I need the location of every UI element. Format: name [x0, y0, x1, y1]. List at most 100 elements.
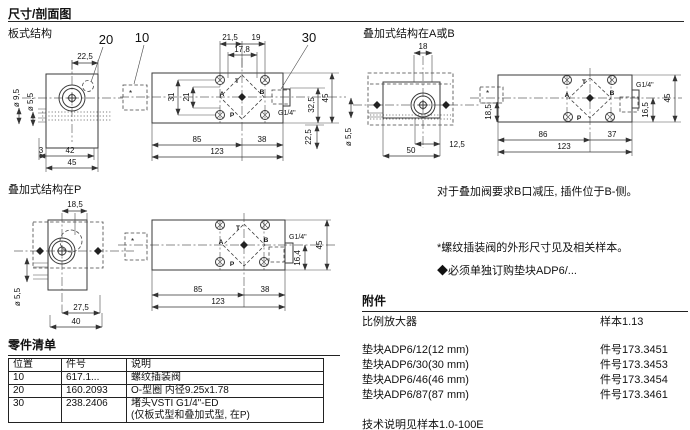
spacer-part-no: 件号173.3454 — [600, 374, 668, 386]
parts-desc-cell: 堵头VSTI G1/4"-ED (仅板式型和叠加式型, 在P) — [126, 397, 324, 423]
dim-42: 42 — [66, 146, 75, 155]
dim-dia-5-5: ø 5,5 — [345, 127, 353, 146]
parts-row-30: 30 238.2406 堵头VSTI G1/4"-ED (仅板式型和叠加式型, … — [8, 397, 324, 423]
tech-note: 技术说明见样本1.0-100E — [362, 419, 484, 430]
parts-pos: 10 — [8, 371, 62, 385]
dim-85: 85 — [193, 135, 202, 144]
port-labels: T A B P — [565, 79, 615, 122]
dim-dia-9-5: ø 9,5 — [12, 88, 21, 107]
drawing-stack-p-top-view: * T A B P G1/4" 45 16,4 85 38 123 — [118, 213, 336, 311]
bolt-holes — [215, 75, 270, 120]
parts-table: 位置 件号 说明 10 617.1... 螺纹插装阀 20 160.2093 O… — [8, 358, 324, 423]
dim-dia-5-5: ø 5,5 — [26, 92, 35, 111]
dim-width-top: 22,5 — [77, 52, 93, 61]
callout-30: 30 — [302, 30, 316, 45]
cartridge-dashed-box — [479, 86, 504, 104]
dim-21-5: 21,5 — [222, 33, 238, 42]
port-diamond-right — [442, 101, 450, 109]
port-label-t: T — [582, 79, 586, 86]
center-port — [586, 94, 594, 102]
cartridge-asterisk: * — [129, 89, 132, 98]
body-outline — [382, 81, 441, 119]
parts-list-section: 零件清单 位置 件号 说明 10 617.1... 螺纹插装阀 20 160.2… — [8, 336, 340, 423]
note-b-port: 对于叠加阀要求B口减压, 插件位于B-侧。 — [437, 186, 638, 198]
dim-123: 123 — [211, 297, 225, 306]
parts-header-pos: 位置 — [8, 358, 62, 372]
plug-dashed — [268, 246, 285, 263]
valve-pattern-cloud — [568, 77, 612, 119]
dim-12-5: 12,5 — [449, 140, 465, 149]
accessory-item-row: 垫块ADP6/12(12 mm) 件号173.3451 — [362, 343, 688, 358]
port-diamond-left — [36, 247, 44, 255]
drawing-stack-p-side-view: 18,5 ø 5,5 27,5 40 — [13, 200, 134, 330]
cartridge-asterisk: * — [131, 237, 134, 246]
centerlines — [353, 56, 480, 148]
port-label-p: P — [230, 261, 235, 268]
dim-85: 85 — [194, 285, 203, 294]
port-labels: T A B P — [220, 78, 265, 119]
dim-22-5: 22,5 — [304, 129, 313, 145]
dim-16-5: 16,5 — [641, 102, 650, 118]
dim-18-5: 18,5 — [67, 200, 83, 209]
port-label-a: A — [219, 239, 224, 246]
center-port — [240, 241, 248, 249]
g14-port — [632, 89, 640, 109]
o-ring-dashed — [82, 80, 94, 92]
spacer-label: 垫块ADP6/46(46 mm) — [362, 374, 469, 386]
dim-50: 50 — [407, 146, 416, 155]
dim-19: 19 — [252, 33, 261, 42]
page-title: 尺寸/剖面图 — [8, 7, 72, 21]
dim-38: 38 — [261, 285, 270, 294]
callout-10: 10 — [135, 30, 149, 45]
port-label-b: B — [610, 90, 615, 97]
drawing-stack-ab-top-view: * T A B P G1/4" 18,5 45 16,5 86 37 — [470, 68, 682, 156]
dim-27-5: 27,5 — [73, 303, 89, 312]
dim-123: 123 — [210, 147, 224, 156]
port-label-a: A — [565, 92, 570, 99]
spacer-part-no: 件号173.3453 — [600, 359, 668, 371]
section-stack-p-label: 叠加式结构在P — [8, 184, 82, 196]
dim-32-5: 32,5 — [307, 97, 316, 113]
dim-18-5: 18,5 — [484, 104, 493, 120]
dim-86: 86 — [539, 130, 548, 139]
parts-pos: 30 — [8, 397, 62, 423]
port-diamond-right — [94, 247, 102, 255]
spacer-label: 垫块ADP6/12(12 mm) — [362, 344, 469, 356]
dim-offset-3: 3 — [39, 146, 44, 155]
accessory-item-row: 垫块ADP6/30(30 mm) 件号173.3453 — [362, 358, 688, 373]
insert-dashed — [619, 96, 639, 113]
cartridge-bore — [410, 92, 436, 118]
parts-header-part: 件号 — [61, 358, 127, 372]
spacer-label: 垫块ADP6/87(87 mm) — [362, 389, 469, 401]
port-label-t: T — [236, 225, 240, 232]
dim-dia-5-5: ø 5,5 — [13, 287, 22, 306]
stack-dashed-outline — [32, 221, 104, 269]
note-spacer: ◆必须单独订购垫块ADP6/... — [437, 265, 577, 277]
valve-pattern-cloud — [222, 223, 266, 267]
accessory-item-row: 垫块ADP6/87(87 mm) 件号173.3461 — [362, 388, 688, 403]
g14-port — [285, 242, 294, 264]
parts-header-desc: 说明 — [126, 358, 324, 372]
body-outline — [45, 73, 99, 149]
drawing-stack-ab-side-view: 18 ø 5,5 12,5 50 — [345, 42, 480, 159]
port-diamond-left — [373, 101, 381, 109]
body-outline — [151, 72, 284, 124]
section-stack-ab-label: 叠加式结构在A或B — [363, 28, 455, 40]
note-cartridge: *螺纹插装阀的外形尺寸见及相关样本。 — [437, 242, 629, 254]
body-outline — [151, 219, 286, 271]
cartridge-dashed-box — [124, 232, 148, 261]
dim-16-4: 16,4 — [293, 250, 302, 266]
g14-label: G1/4" — [636, 82, 654, 89]
body-outline — [497, 74, 633, 123]
port-label-b: B — [260, 89, 265, 96]
hidden-channels — [42, 111, 112, 121]
section-plate-label: 板式结构 — [8, 28, 52, 40]
amplifier-label: 比例放大器 — [362, 316, 417, 328]
spacer-part-no: 件号173.3451 — [600, 344, 668, 356]
parts-desc: 螺纹插装阀 — [126, 371, 324, 385]
parts-header-row: 位置 件号 说明 — [8, 358, 324, 372]
dim-17-8: 17,8 — [234, 45, 250, 54]
spacer-label: 垫块ADP6/30(30 mm) — [362, 359, 469, 371]
centerlines — [14, 213, 134, 305]
parts-desc: O-型圈 内径9.25x1.78 — [126, 384, 324, 398]
